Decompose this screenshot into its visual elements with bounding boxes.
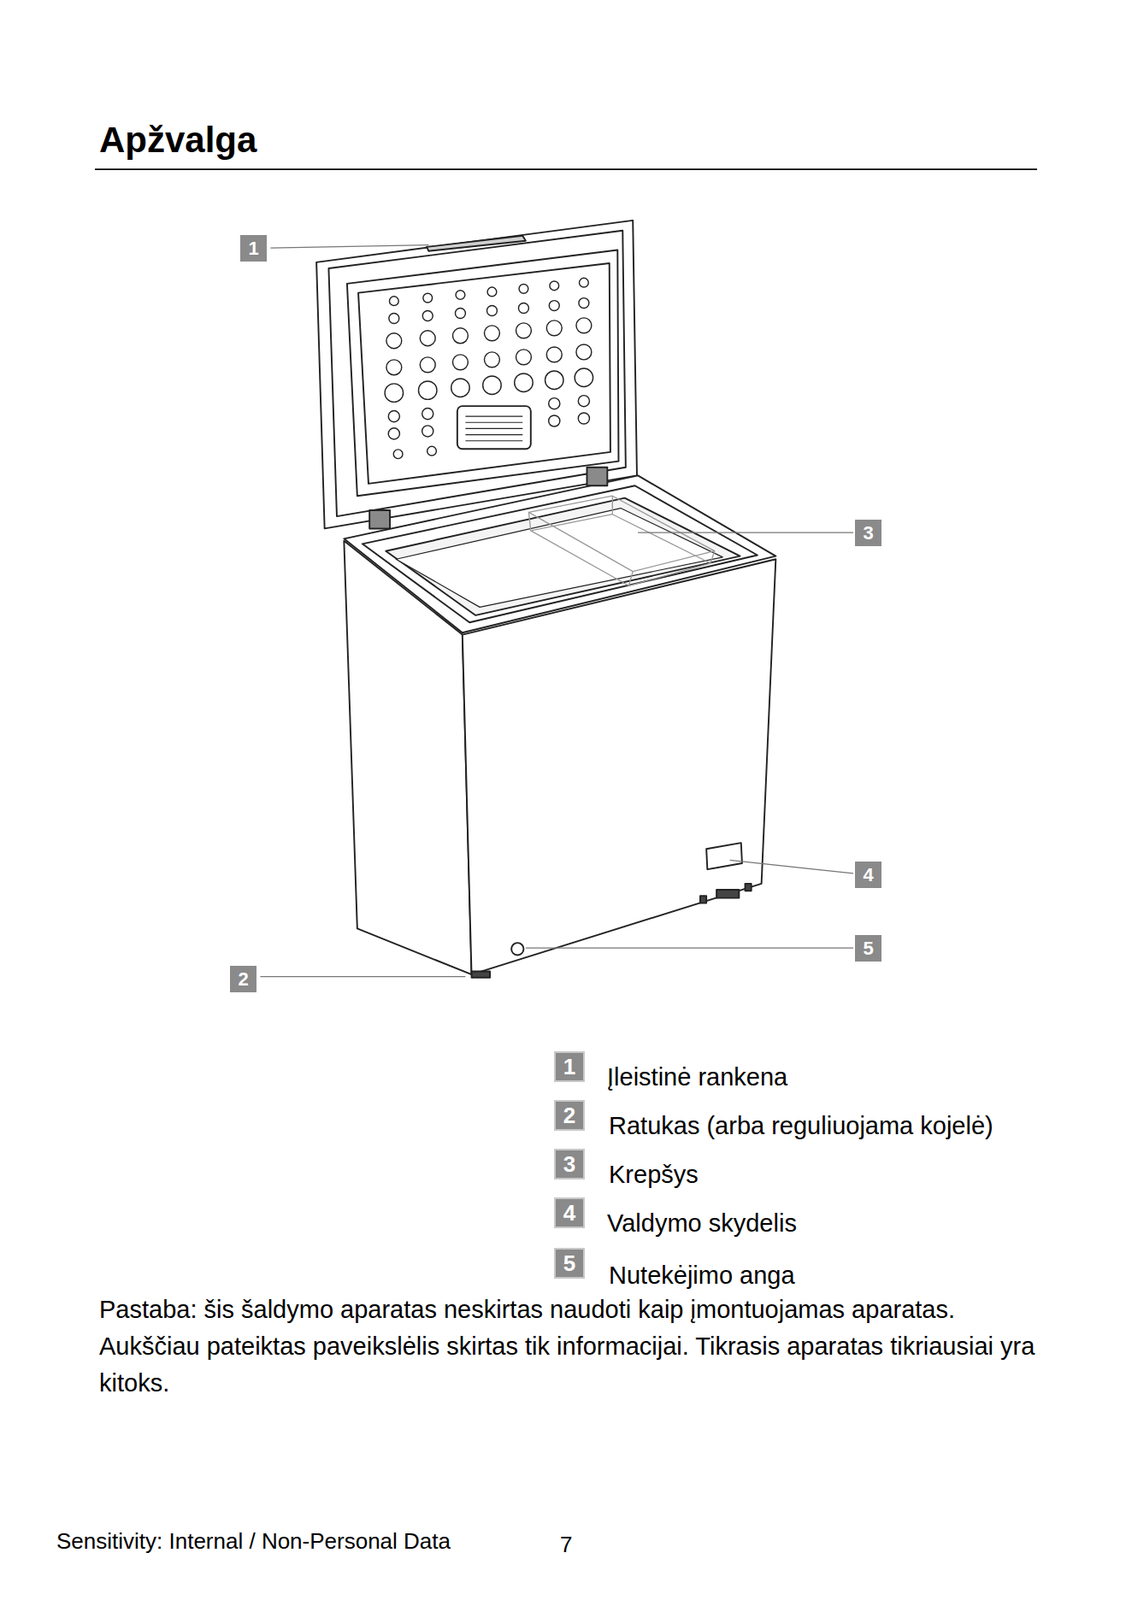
- lid-hole: [574, 368, 593, 387]
- lid-hole: [388, 428, 400, 440]
- lid-inner-panel: [358, 263, 611, 484]
- callout-number: 2: [229, 966, 257, 993]
- lid-hole: [514, 373, 533, 392]
- title-rule: [94, 168, 1038, 171]
- hinge: [369, 510, 390, 529]
- key-number: 1: [554, 1051, 585, 1083]
- lid-hole: [455, 290, 466, 301]
- hinge: [586, 467, 608, 486]
- lid-hole: [422, 425, 434, 437]
- lid-hole: [546, 320, 562, 337]
- lid-rim: [328, 230, 625, 517]
- lid-hole: [419, 357, 436, 373]
- lid-hole: [576, 344, 592, 360]
- lid-hole: [483, 376, 502, 395]
- lid-hole: [548, 415, 561, 427]
- part-name: Įleistinė rankena: [607, 1063, 788, 1092]
- footer-text: Sensitivity: Internal / Non-Personal Dat…: [56, 1528, 451, 1556]
- lid-hole: [577, 412, 590, 425]
- page-number: 7: [560, 1532, 572, 1559]
- lid-hole: [389, 296, 399, 307]
- lid-liner: [347, 250, 620, 497]
- lid-hole: [388, 411, 400, 423]
- lid-hole: [576, 318, 592, 334]
- note-text: Pastaba: šis šaldymo aparatas neskirtas …: [99, 1291, 1040, 1403]
- lid-hole: [577, 395, 590, 407]
- basket: [528, 495, 714, 586]
- foot: [745, 884, 752, 891]
- key-number: 4: [554, 1197, 585, 1229]
- foot: [700, 896, 707, 903]
- lid-hole: [548, 300, 560, 312]
- callout-number: 3: [854, 519, 882, 547]
- lid-hole: [423, 293, 433, 303]
- lid-hole: [483, 325, 500, 342]
- foot: [716, 890, 739, 899]
- lid-hole: [393, 449, 403, 460]
- page-title: Apžvalga: [99, 119, 257, 161]
- lid-hole: [579, 277, 590, 288]
- lid-hole: [545, 371, 564, 390]
- lid-hole: [452, 354, 468, 371]
- lid-hole: [384, 383, 403, 402]
- lid-hole: [454, 308, 466, 319]
- key-number: 2: [554, 1100, 585, 1132]
- lid-hole: [578, 298, 590, 309]
- callout-number: 5: [854, 935, 882, 962]
- callout-number: 1: [240, 235, 267, 262]
- lid-hole: [487, 287, 497, 297]
- part-name: Krepšys: [608, 1161, 699, 1190]
- lid-hole: [427, 446, 437, 456]
- lid-hole: [518, 283, 529, 294]
- lid-hole: [518, 303, 529, 314]
- lid-hole: [386, 359, 402, 376]
- foot: [471, 972, 490, 979]
- lid-hole: [546, 347, 562, 363]
- lid-hole: [516, 349, 532, 366]
- recessed-handle: [426, 235, 526, 252]
- key-number: 3: [554, 1149, 585, 1180]
- lid-hole: [419, 330, 436, 347]
- vent: [457, 406, 531, 449]
- lid-hole: [548, 398, 561, 410]
- lid-hole: [422, 311, 433, 322]
- drain-hole: [511, 943, 524, 956]
- opening-rim: [362, 485, 758, 623]
- control-panel: [706, 843, 743, 870]
- key-number: 5: [554, 1248, 585, 1280]
- leader-lines: [259, 245, 854, 978]
- lid: [316, 220, 637, 530]
- lid-hole: [422, 408, 434, 420]
- lid-hole: [389, 313, 400, 325]
- lid-hole: [483, 352, 500, 368]
- lid-hole: [418, 381, 437, 400]
- opening: [385, 498, 740, 616]
- lid-hole: [452, 328, 468, 344]
- lid-hole: [516, 323, 532, 339]
- part-name: Ratukas (arba reguliuojama kojelė): [608, 1112, 994, 1141]
- part-name: Valdymo skydelis: [607, 1209, 797, 1239]
- lid-hole: [486, 306, 497, 317]
- part-name: Nutekėjimo anga: [608, 1261, 796, 1291]
- lid-hole: [451, 378, 470, 397]
- body-top: [343, 475, 776, 633]
- lid-hole: [549, 281, 560, 291]
- cabinet-inside: [395, 508, 723, 608]
- callout-number: 4: [854, 861, 882, 889]
- lid-hole: [386, 333, 402, 349]
